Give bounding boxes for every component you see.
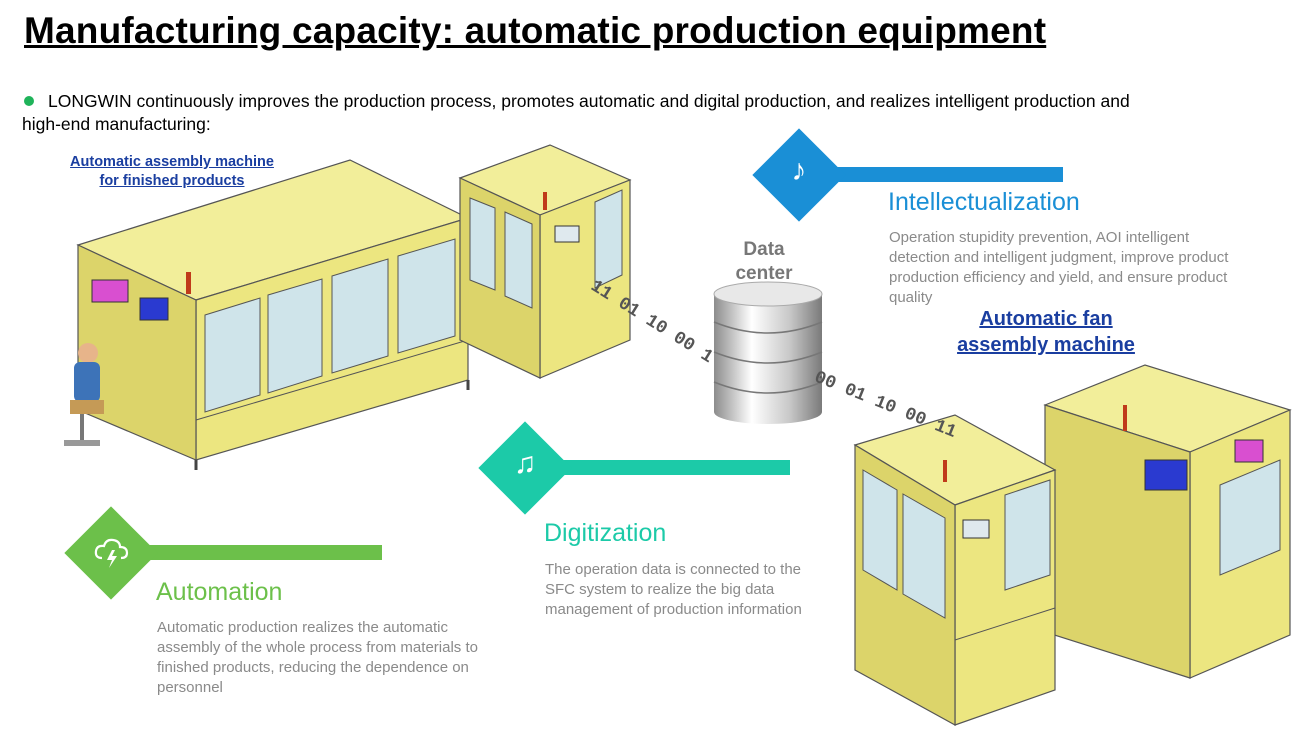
fan-machine-illustration	[853, 364, 1292, 727]
assembly-caption-line2: for finished products	[99, 173, 245, 189]
intellectualization-title: Intellectualization	[888, 188, 1080, 216]
automation-bar	[110, 545, 382, 560]
music-note-icon: ♪	[791, 154, 807, 187]
digitization-title: Digitization	[544, 519, 667, 547]
assembly-machine-caption: Automatic assembly machine for finished …	[56, 153, 288, 191]
digitization-bar	[520, 460, 790, 475]
assembly-caption-line1: Automatic assembly machine	[70, 154, 274, 170]
fan-caption-line1: Automatic fan	[979, 308, 1113, 330]
fan-caption-line2: assembly machine	[957, 334, 1135, 356]
assembly-machine-illustration	[64, 144, 632, 470]
intro-paragraph: LONGWIN continuously improves the produc…	[22, 90, 1132, 136]
data-center-label: Data center	[728, 238, 800, 286]
cloud-lightning-icon	[92, 536, 132, 570]
intellectualization-bar	[800, 167, 1063, 182]
data-center-line2: center	[735, 263, 793, 284]
intro-text: LONGWIN continuously improves the produc…	[22, 91, 1130, 134]
intellectualization-description: Operation stupidity prevention, AOI inte…	[889, 229, 1229, 306]
automation-title: Automation	[156, 578, 283, 606]
data-center-cylinder	[713, 281, 823, 424]
fan-machine-caption: Automatic fan assembly machine	[930, 306, 1162, 358]
digitization-description: The operation data is connected to the S…	[545, 561, 802, 618]
double-music-note-icon: ♫	[513, 447, 537, 480]
page-title: Manufacturing capacity: automatic produc…	[24, 10, 1047, 51]
data-center-line1: Data	[743, 239, 785, 260]
bullet-icon	[24, 96, 34, 107]
automation-description: Automatic production realizes the automa…	[157, 619, 478, 696]
